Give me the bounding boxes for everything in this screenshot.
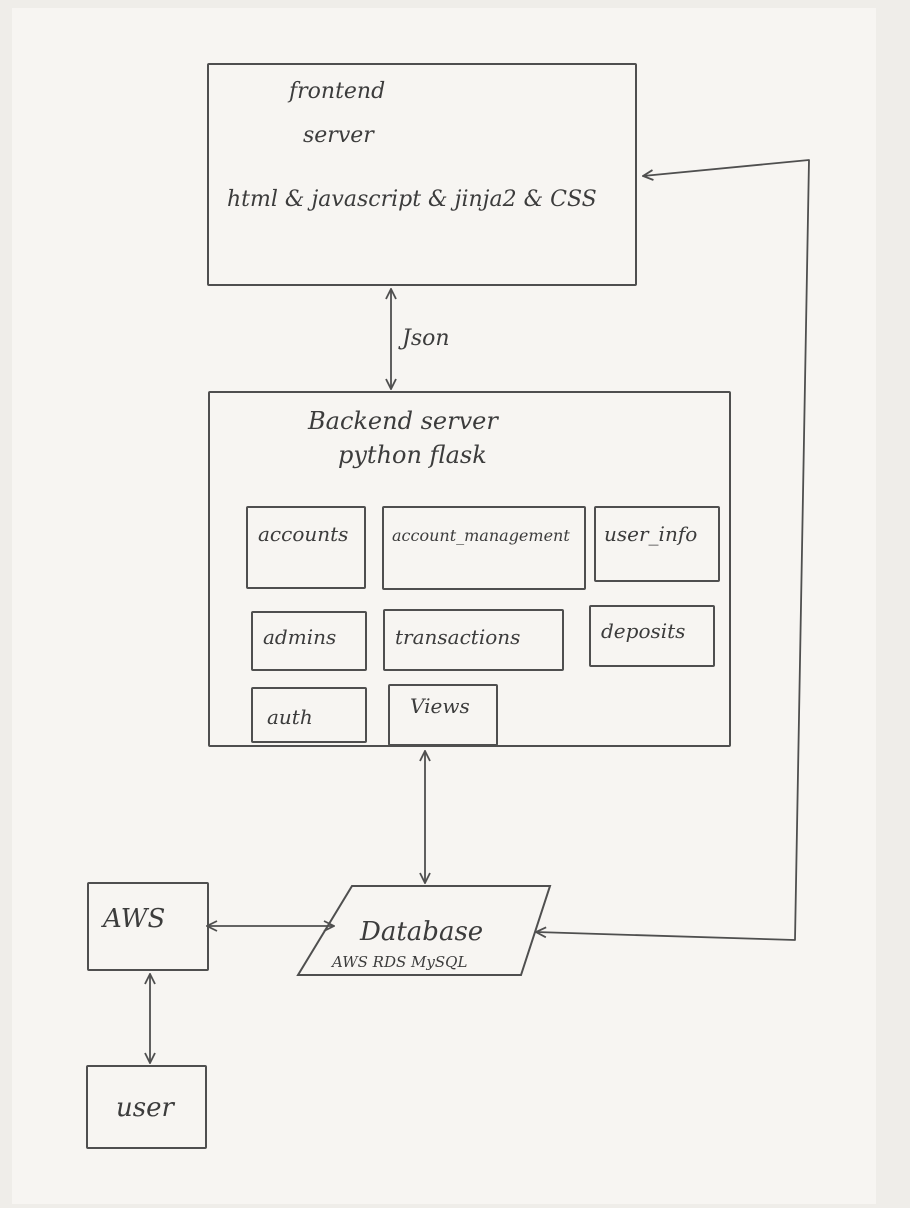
backend-server-box: Backend server python flask accounts acc… [208,391,731,747]
aws-box: AWS [87,882,209,971]
paper-sheet [12,8,876,1204]
user-box: user [86,1065,207,1149]
module-user-info: user_info [594,506,720,582]
backend-subtitle: python flask [338,441,487,469]
frontend-tech-stack: html & javascript & jinja2 & CSS [227,187,597,212]
database-subtitle: AWS RDS MySQL [332,953,468,971]
module-label: transactions [395,625,521,649]
module-label: deposits [601,619,686,643]
module-views: Views [388,684,498,746]
database-frontend-return-arrow [536,159,810,941]
frontend-server-box: frontend server html & javascript & jinj… [207,63,637,286]
user-label: user [116,1093,174,1123]
module-label: admins [263,625,337,649]
module-label: auth [267,705,313,729]
aws-label: AWS [103,904,166,934]
json-label: Json [402,326,450,351]
backend-title: Backend server [308,407,498,435]
module-account-management: account_management [382,506,586,590]
module-label: Views [410,694,470,718]
module-auth: auth [251,687,367,743]
frontend-subtitle: server [303,123,374,148]
frontend-title: frontend [289,79,386,104]
database-title: Database [360,917,484,947]
module-label: accounts [258,522,349,546]
module-transactions: transactions [383,609,564,671]
module-deposits: deposits [589,605,715,667]
module-label: account_management [392,526,570,545]
module-label: user_info [604,522,698,546]
module-accounts: accounts [246,506,366,589]
module-admins: admins [251,611,367,671]
database-shape [296,885,552,976]
